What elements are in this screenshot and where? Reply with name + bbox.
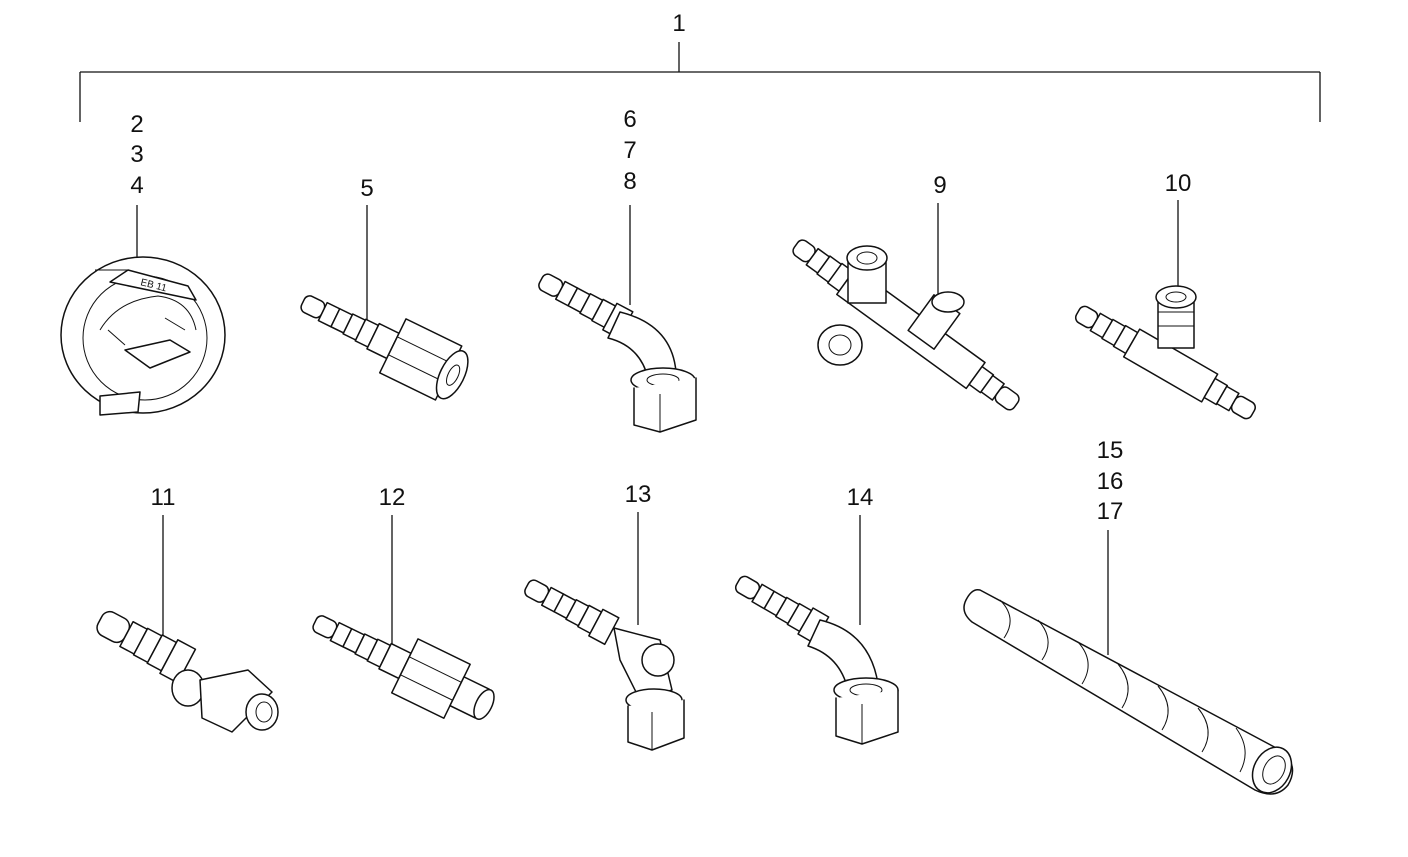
elbow-fitting-14 — [734, 575, 899, 745]
label-6: 6 — [623, 106, 636, 133]
leader-lines — [136, 200, 1179, 655]
straight-male-fitting — [312, 615, 495, 720]
label-1: 1 — [672, 10, 685, 37]
hose — [963, 588, 1294, 795]
tee-fitting — [1074, 285, 1256, 420]
compact-elbow-fitting — [524, 579, 685, 751]
label-8: 8 — [623, 168, 636, 195]
label-3: 3 — [130, 141, 143, 168]
assembly-bracket — [79, 42, 1321, 122]
label-17: 17 — [1097, 498, 1124, 525]
label-13: 13 — [625, 481, 652, 508]
label-2: 2 — [130, 111, 143, 138]
hose-clamp: EB 11 — [60, 256, 226, 416]
label-12: 12 — [379, 484, 406, 511]
angled-male-fitting — [96, 610, 279, 733]
straight-fitting — [300, 295, 469, 401]
label-7: 7 — [623, 137, 636, 164]
label-10: 10 — [1165, 170, 1192, 197]
label-5: 5 — [360, 175, 373, 202]
label-15: 15 — [1097, 437, 1124, 464]
label-9: 9 — [933, 172, 946, 199]
elbow-fitting — [538, 273, 697, 433]
label-16: 16 — [1097, 468, 1124, 495]
cross-fitting — [792, 239, 1020, 411]
label-11: 11 — [151, 484, 176, 511]
label-4: 4 — [130, 172, 143, 199]
label-14: 14 — [847, 484, 874, 511]
